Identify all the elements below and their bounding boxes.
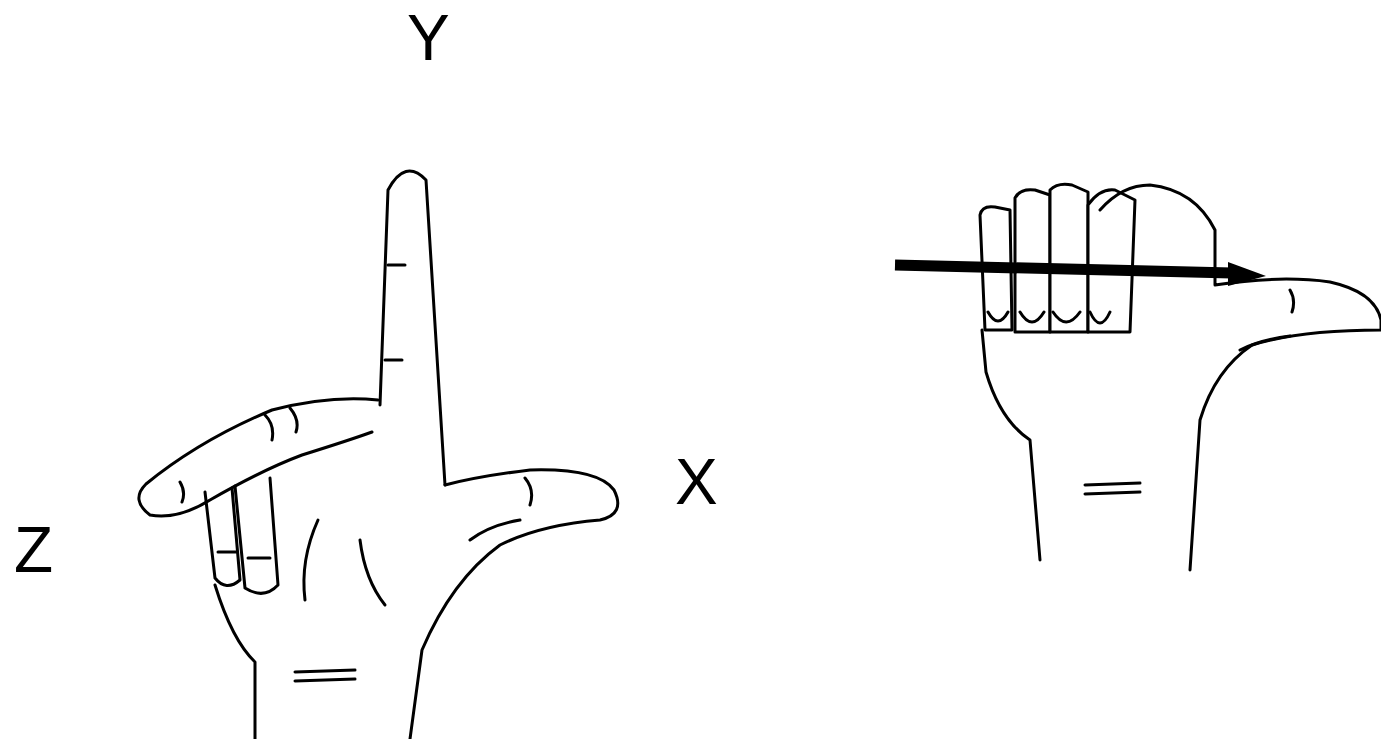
- axis-label: Y: [407, 6, 450, 70]
- finger: [1088, 190, 1135, 332]
- fingernail: [988, 312, 1110, 323]
- palm-edge: [215, 585, 255, 739]
- finger-crease: [180, 408, 297, 502]
- thumb: [1100, 185, 1381, 570]
- wrist-crease: [295, 670, 355, 681]
- thumb-crease: [470, 478, 532, 540]
- direction-arrow: [895, 265, 1232, 273]
- finger-crease: [385, 265, 405, 360]
- arrow-head: [1228, 262, 1266, 286]
- thumb: [410, 470, 618, 739]
- axis-label: X: [675, 450, 718, 514]
- axis-label: Z: [14, 518, 53, 582]
- palm-crease: [304, 520, 385, 605]
- finger-crease: [218, 552, 270, 558]
- ring-finger: [205, 488, 240, 586]
- little-finger: [235, 478, 278, 593]
- index-finger: [380, 171, 445, 485]
- finger: [1050, 184, 1088, 332]
- fist-edge: [982, 330, 1040, 560]
- wrist-crease: [1085, 483, 1140, 494]
- middle-finger: [139, 399, 378, 516]
- thumb-crease: [1240, 290, 1294, 350]
